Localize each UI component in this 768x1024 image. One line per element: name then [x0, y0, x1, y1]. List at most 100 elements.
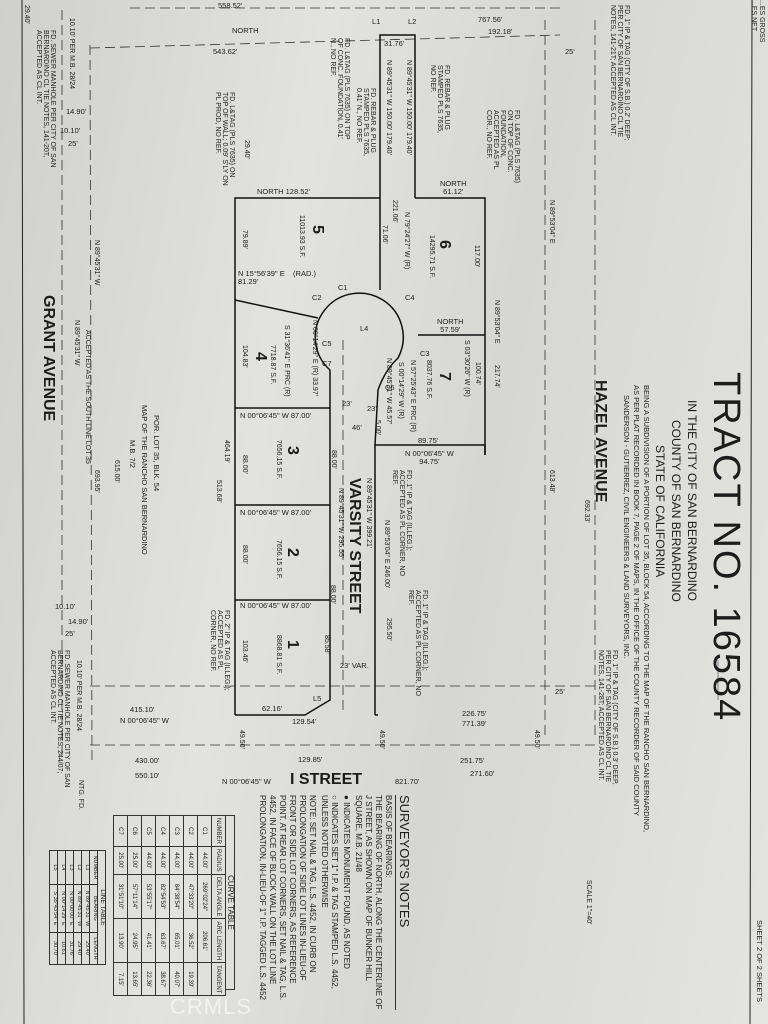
filled-dot-icon: ● [341, 795, 351, 803]
dim-25a: 25' [565, 47, 575, 56]
table-cell: 44.00' [155, 846, 170, 875]
dim-192: 192.18' [488, 27, 513, 36]
line-l1: L1 [372, 17, 381, 26]
stem-bearing-2: N 89°45'31" W 150.00' 179.40' [405, 60, 412, 155]
corner-note-1: ...ES GROSS [758, 0, 765, 43]
bearing-bottom: N 00°06'45" W [120, 716, 169, 725]
dim-10-10a: 10.10' [60, 126, 81, 135]
dim-88d: 88.00' [329, 585, 336, 604]
radial-bearing-6: N 57°25'43" E PRC (R) [409, 360, 416, 432]
curve-c4: C4 [405, 293, 415, 302]
dim-550: 550.10' [135, 771, 160, 780]
bearing-i-street: N 00°06'45" W [222, 777, 271, 786]
line-l4: L4 [360, 324, 369, 333]
lot1-frontage [235, 370, 331, 716]
dim-613: 613.48' [548, 470, 555, 493]
sheet-border-right [749, 0, 753, 1024]
city-line: IN THE CITY OF SAN BERNARDINO [685, 400, 699, 601]
dim-49-50a: 49.50' [238, 730, 245, 749]
county-line: COUNTY OF SAN BERNARDINO [669, 420, 683, 602]
dim-246: N 89°53'04" E 246.00' [383, 520, 390, 589]
table-cell: 53°55'17" [141, 874, 156, 919]
dim-25d: 25' [65, 629, 75, 638]
dim-89-75: 89.75' [418, 436, 439, 445]
lot-5-number: 5 [309, 225, 326, 234]
dim-lot12: N 00°06'45" W 87.00' [240, 601, 312, 610]
note-lt-conc: FD. L&TAG (PLS 7635) ON TOP OF CONC. FOU… [329, 38, 350, 140]
dim-117: 117.00' [473, 245, 480, 268]
street-hazel-avenue: HAZEL AVENUE [592, 380, 609, 503]
table-cell: 41.41' [141, 918, 156, 963]
lot-1-area: 8868.81 S.F. [275, 635, 282, 675]
note-ip-accepted-2: FD. 1" IP & TAG (ILLEG.); ACCEPTED AS PL… [407, 590, 428, 696]
table-cell: C2 [183, 815, 198, 847]
line-table-header: NUMBER BEARING LENGTH [90, 850, 98, 965]
dim-771: 771.39' [462, 719, 487, 728]
radial-bearing-7: S 00°14'29" W (R) [397, 362, 404, 419]
table-cell: 57°11'14" [127, 874, 142, 919]
table-cell: 19.39' [183, 962, 198, 996]
dim-129-85: 129.85' [298, 755, 323, 764]
table-cell: 31.76' [66, 932, 74, 965]
dim-415: 415.10' [130, 705, 155, 714]
dim-5-00: 5.00' [374, 420, 381, 435]
table-cell: 7.15' [113, 962, 128, 996]
table-cell: 65.01' [169, 918, 184, 963]
curve-c7: C7 [322, 359, 332, 368]
dim-399: N 89°45'31" W 399.21' [365, 478, 372, 549]
surveyors-notes: SURVEYOR'S NOTES BASIS OF BEARINGS: THE … [257, 795, 412, 1010]
lot-6-area: 14295.71 S.F. [428, 235, 435, 279]
line-l2: L2 [408, 17, 417, 26]
dim-464: 464.19' [223, 440, 230, 463]
dim-29-40b: 29.40' [23, 5, 30, 24]
note-rebar-2: FD. REBAR & PLUG STAMPED PLS 7635, NO RE… [429, 65, 450, 133]
table-cell: 82°54'53" [155, 874, 170, 919]
col-number: NUMBER [90, 850, 98, 885]
note-lt-wall: FD. L&TAG (PLS 7635) ON TOP OF WALL; 0.0… [214, 92, 235, 186]
label-por-lot: POR. LOT 35, BLK. 54 [152, 415, 161, 492]
table-cell: N 00°00'00" E [66, 884, 74, 933]
table-cell: 47°33'20" [183, 874, 198, 919]
table-cell: L1 [82, 850, 90, 885]
dim-693: 693.95' [93, 470, 100, 493]
col-length: LENGTH [90, 932, 98, 965]
table-cell: 269°02'24" [197, 874, 212, 919]
dim-north-128: NORTH 128.52' [257, 187, 310, 196]
basis-text: THE BEARING OF NORTH, ALONG THE CENTERLI… [353, 795, 383, 1010]
table-cell [197, 962, 212, 996]
table-cell: 38.67' [155, 962, 170, 996]
note-per-mb-top: 10.10' PER M.B. 28/24 [68, 18, 75, 89]
stem-bearing-1: N 89°45'31" W 150.00' 179.40' [385, 60, 392, 155]
note-label: NOTE: [307, 795, 317, 820]
curve-c1: C1 [338, 283, 348, 292]
table-cell: 31°51'10" [113, 874, 128, 919]
table-cell: 40.07' [169, 962, 184, 996]
table-cell: 44.00' [197, 846, 212, 875]
dim-23-var: 23' VAR. [340, 661, 369, 670]
lot-3-number: 3 [284, 446, 301, 455]
dim-271: 271.60' [470, 769, 495, 778]
dim-north-57: NORTH 57.59' [437, 317, 464, 334]
radial-bearing-2: N 79°24'27" W (R) [403, 212, 410, 270]
curve-c3: C3 [420, 349, 430, 358]
table-cell: C3 [169, 815, 184, 847]
table-cell: N 89°45'31" W [74, 884, 82, 933]
table-cell: L3 [66, 850, 74, 885]
dim-226: 226.75' [462, 709, 487, 718]
street-i-street: I STREET [290, 771, 363, 788]
lot5-boundary [234, 197, 380, 715]
note-set: INDICATES SET 1" I.P. & TAG STAMPED L.S.… [319, 795, 339, 989]
table-cell: L4 [58, 850, 66, 885]
state-line: STATE OF CALIFORNIA [653, 445, 667, 578]
radial-bearing-4: N 00°14'29" E (R) 33.97' [311, 320, 318, 397]
table-cell: 25.00' [127, 846, 142, 875]
table-cell: 29.40' [82, 932, 90, 965]
description-line-1: BEING A SUBDIVISION OF A PORTION OF LOT … [642, 385, 651, 833]
